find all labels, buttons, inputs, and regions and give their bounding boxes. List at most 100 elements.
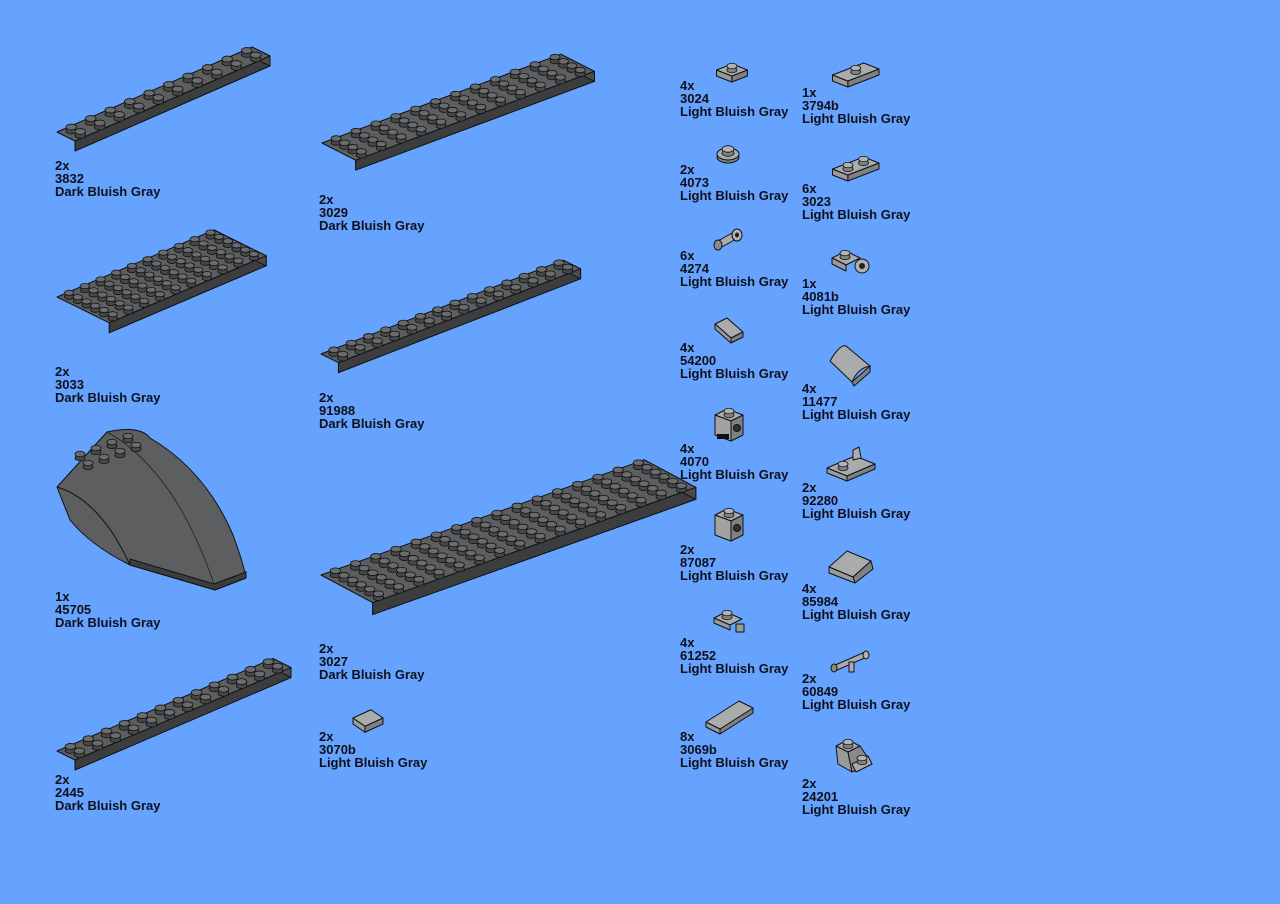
part-color: Light Bluish Gray <box>802 111 911 126</box>
part-number: 3794b <box>802 98 839 113</box>
plate-4x12-icon <box>321 53 595 171</box>
part-number: 3029 <box>319 205 348 220</box>
part-number: 87087 <box>680 555 717 570</box>
plate-2x10-icon <box>56 46 271 152</box>
part-number: 4081b <box>802 289 839 304</box>
part-color: Dark Bluish Gray <box>55 798 161 813</box>
plate-1x2-icon <box>832 155 880 182</box>
part-color: Light Bluish Gray <box>680 366 789 381</box>
part-color: Dark Bluish Gray <box>55 184 161 199</box>
part-color: Light Bluish Gray <box>802 407 911 422</box>
part-number: 24201 <box>802 789 839 804</box>
plate-6x10-icon <box>56 229 267 334</box>
wedge-curved-icon <box>56 429 247 591</box>
pin-icon <box>713 228 743 251</box>
part-number: 91988 <box>319 403 356 418</box>
part-qty: 4x <box>680 441 695 456</box>
part-number: 3027 <box>319 654 348 669</box>
slope-1x1-icon <box>714 317 744 344</box>
part-qty: 2x <box>802 480 817 495</box>
part-number: 11477 <box>802 394 838 409</box>
part-number: 2445 <box>55 785 84 800</box>
part-qty: 4x <box>802 381 817 396</box>
part-color: Light Bluish Gray <box>680 188 789 203</box>
part-qty: 4x <box>680 340 695 355</box>
part-qty: 2x <box>680 542 695 557</box>
part-qty: 2x <box>55 364 70 379</box>
headlight-brick-icon <box>714 407 744 442</box>
part-color: Light Bluish Gray <box>802 697 911 712</box>
part-number: 4073 <box>680 175 709 190</box>
plate-6x16-icon <box>320 459 697 616</box>
part-number: 3832 <box>55 171 84 186</box>
part-qty: 2x <box>680 162 695 177</box>
part-color: Light Bluish Gray <box>680 104 789 119</box>
part-number: 4070 <box>680 454 709 469</box>
part-color: Light Bluish Gray <box>680 467 789 482</box>
part-qty: 4x <box>802 581 817 596</box>
part-qty: 1x <box>802 85 817 100</box>
part-color: Light Bluish Gray <box>802 607 911 622</box>
part-color: Light Bluish Gray <box>802 802 911 817</box>
part-qty: 1x <box>802 276 817 291</box>
part-number: 3033 <box>55 377 84 392</box>
part-qty: 6x <box>680 248 695 263</box>
plate-2x14-icon <box>320 259 582 374</box>
part-number: 4274 <box>680 261 709 276</box>
part-qty: 2x <box>55 158 70 173</box>
part-number: 54200 <box>680 353 717 368</box>
part-qty: 6x <box>802 181 817 196</box>
part-qty: 1x <box>55 589 70 604</box>
part-qty: 2x <box>319 390 334 405</box>
slope-1x2-icon <box>828 550 874 584</box>
part-color: Light Bluish Gray <box>680 755 789 770</box>
part-color: Dark Bluish Gray <box>319 667 425 682</box>
hose-clip-icon <box>830 650 870 673</box>
part-number: 3024 <box>680 91 709 106</box>
part-color: Light Bluish Gray <box>319 755 428 770</box>
brick-stud-side-icon <box>714 507 744 542</box>
part-number: 61252 <box>680 648 717 663</box>
part-number: 92280 <box>802 493 839 508</box>
part-qty: 2x <box>55 772 70 787</box>
part-color: Light Bluish Gray <box>802 506 911 521</box>
part-color: Dark Bluish Gray <box>55 615 161 630</box>
part-color: Light Bluish Gray <box>680 661 789 676</box>
part-number: 85984 <box>802 594 839 609</box>
part-color: Light Bluish Gray <box>802 207 911 222</box>
plate-1x2-jumper-icon <box>832 62 880 88</box>
part-number: 3069b <box>680 742 717 757</box>
part-color: Light Bluish Gray <box>680 274 789 289</box>
part-color: Light Bluish Gray <box>802 302 911 317</box>
part-number: 3070b <box>319 742 356 757</box>
part-qty: 2x <box>319 729 334 744</box>
plate-clips-icon <box>826 446 876 482</box>
part-color: Light Bluish Gray <box>680 568 789 583</box>
round-plate-1x1-icon <box>716 145 740 164</box>
part-qty: 4x <box>680 635 695 650</box>
part-color: Dark Bluish Gray <box>55 390 161 405</box>
plate-1x1-icon <box>716 62 748 83</box>
